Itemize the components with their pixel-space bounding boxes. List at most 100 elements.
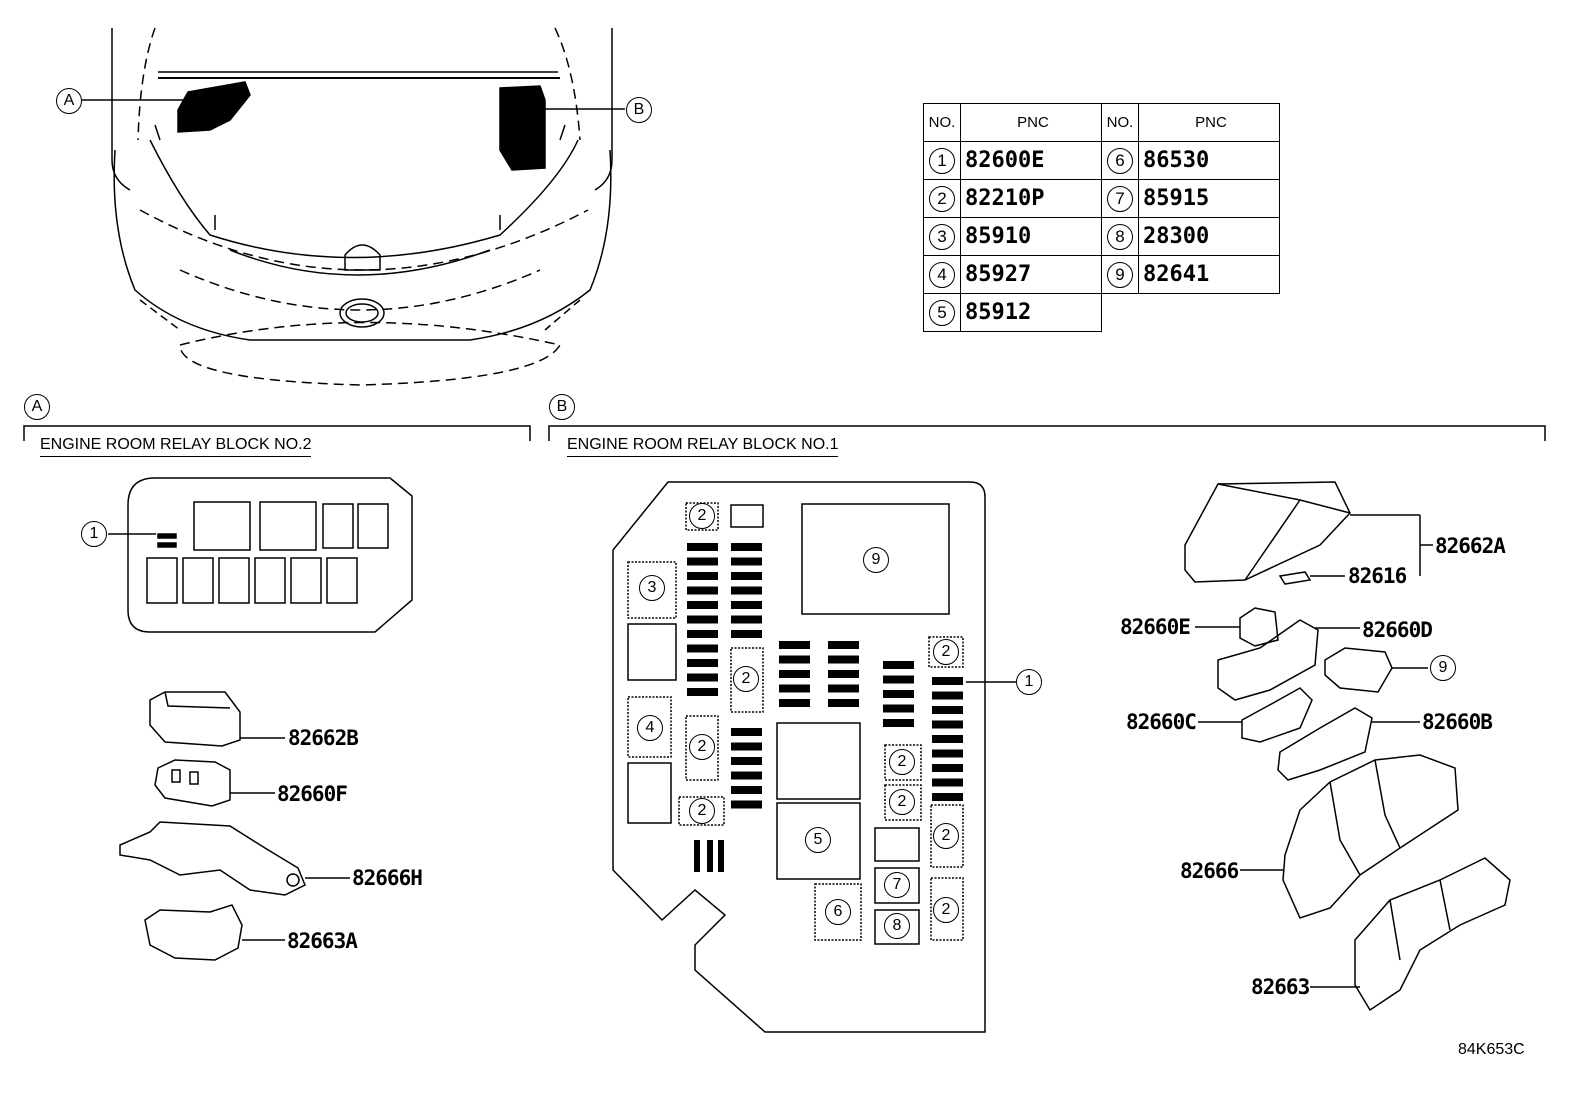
fuse-slot [687,543,718,551]
part-label-82660f: 82660F [277,782,348,806]
fuse-slot [883,704,914,713]
part-label-82662b: 82662B [288,726,359,750]
block-b-callout-1: 1 [1016,669,1042,695]
block-b-callout-2: 2 [933,639,959,665]
fuse-slot [883,690,914,698]
table-header-pnc: PNC [1138,103,1280,142]
row-number: 5 [929,300,955,326]
fuse-slot [731,771,762,780]
block-b-callout-2: 2 [689,798,715,824]
fuse-slot [779,641,810,649]
fuse-slot [731,601,762,609]
fuse-slot [718,840,724,872]
block-b-callout-7: 7 [884,872,910,898]
fuse-slot [779,684,810,693]
block-b-callout-2: 2 [933,897,959,923]
fuse-slot [731,543,762,551]
row-number: 6 [1107,148,1133,174]
section-a-title: ENGINE ROOM RELAY BLOCK NO.2 [40,436,312,457]
part-label-82662a: 82662A [1435,534,1506,558]
fuse-slot [932,735,963,743]
part-label-82660d: 82660D [1362,618,1433,642]
part-number: 85927 [960,255,1102,294]
part-label-82660e: 82660E [1120,615,1191,639]
block-b-callout-2: 2 [889,749,915,775]
table-row: 4 85927 9 82641 [923,255,1280,294]
part-number: 85912 [960,293,1102,332]
block-b-callout-2: 2 [689,734,715,760]
section-a-marker: A [24,394,50,420]
row-number: 1 [929,148,955,174]
part-number: 82641 [1138,255,1280,294]
fuse-slot [731,728,762,736]
section-brackets [23,425,1546,441]
block-b-callout-6: 6 [825,899,851,925]
row-number: 8 [1107,224,1133,250]
fuse-slot [828,699,859,707]
part-label-82663: 82663 [1251,975,1310,999]
part-label-82660c: 82660C [1126,710,1197,734]
parts-b-drawings [1184,481,1511,1012]
fuse-slot [687,572,718,580]
fuse-slot [687,688,718,696]
fuse-slot [687,615,718,624]
callout-b: B [626,97,652,123]
table-row: 5 85912 [923,293,1280,332]
block-b-callout-4: 4 [637,715,663,741]
fuse-slot [731,757,762,765]
fuse-slot [779,699,810,707]
table-row: 3 85910 8 28300 [923,217,1280,256]
part-number: 82210P [960,179,1102,218]
fuse-slot [731,742,762,751]
table-header-no: NO. [923,103,961,142]
fuse-slot [828,655,859,664]
row-number: 9 [1107,262,1133,288]
fuse-slot [687,586,718,595]
part-label-82663a: 82663A [287,929,358,953]
fuse-slot [932,706,963,714]
fuse-slot [883,719,914,727]
figure-id: 84K653C [1458,1041,1525,1058]
block-a-fuse-callout: 1 [81,521,107,547]
parts-a-drawings [119,691,350,961]
block-b-callout-9: 9 [863,547,889,573]
block-b-callout-8: 8 [884,913,910,939]
part-label-82660b: 82660B [1422,710,1493,734]
vehicle-front-view [82,27,625,386]
fuse-slot [828,684,859,693]
part-number: 28300 [1138,217,1280,256]
part-label-82666h: 82666H [352,866,423,890]
fuse-slot [932,749,963,758]
fuse-slot [932,691,963,700]
fuse-slot [932,764,963,772]
fuse-slot [731,630,762,638]
block-b-callout-2: 2 [689,503,715,529]
relay-block-no2-outline [108,477,413,633]
pnc-table: NO. PNC NO. PNC 1 82600E 6 86530 2 82210… [923,103,1280,332]
block-b-callout-2: 2 [733,666,759,692]
fuse-slot [687,630,718,638]
part-label-82616: 82616 [1348,564,1407,588]
fuse-slot [731,615,762,624]
fuse-slot [779,670,810,678]
row-number: 3 [929,224,955,250]
part-number: 86530 [1138,141,1280,180]
fuse-slot [932,720,963,729]
table-row: 2 82210P 7 85915 [923,179,1280,218]
fuse-slot [883,661,914,669]
fuse-slot [883,675,914,684]
part-number: 85915 [1138,179,1280,218]
fuse-slots [687,543,963,872]
fuse-slot [731,786,762,794]
block-b-callout-2: 2 [889,789,915,815]
fuse-slot [828,641,859,649]
fuse-slot [731,800,762,809]
fuse-slot [687,557,718,566]
part-label-82666: 82666 [1180,859,1239,883]
part-callout-9: 9 [1430,655,1456,681]
fuse-slot [731,557,762,566]
row-number: 4 [929,262,955,288]
fuse-slot [731,572,762,580]
row-number: 2 [929,186,955,212]
